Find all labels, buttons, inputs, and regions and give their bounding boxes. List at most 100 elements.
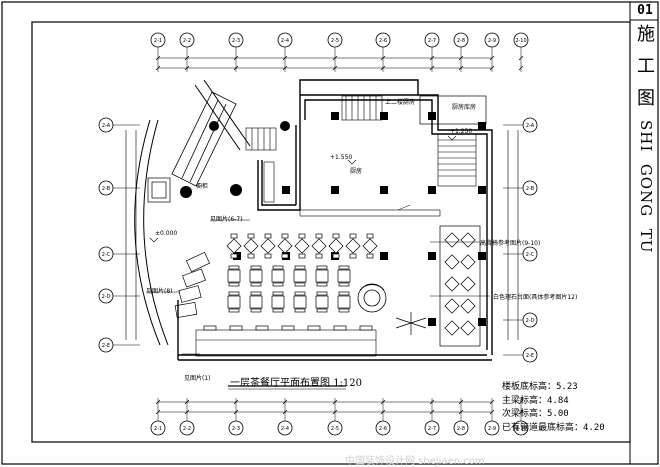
grid-axis-top: 2-6 (375, 32, 391, 48)
grid-axis-bottom: 2-2 (179, 420, 195, 436)
drawing-border (31, 21, 631, 443)
svg-text:2-E: 2-E (102, 343, 110, 349)
svg-text:2-5: 2-5 (331, 426, 339, 432)
grid-axis-right: 2-B (522, 180, 538, 196)
level-marks (149, 135, 457, 243)
ref-12-label: 白色理石台面(具体参考图片12) (493, 294, 578, 301)
grid-axis-top: 2-10 (513, 32, 529, 48)
grid-axis-bubbles: 2-1 2-2 2-3 2-4 2-5 2-6 2-7 2-8 2-9 2-10 2-1 2-2 2-3… (98, 32, 538, 436)
svg-text:2-C: 2-C (526, 252, 535, 258)
stair-left (245, 127, 277, 151)
svg-text:2-10: 2-10 (515, 426, 526, 432)
svg-text:2-2: 2-2 (183, 426, 191, 432)
svg-text:2-A: 2-A (526, 123, 535, 129)
svg-text:2-3: 2-3 (232, 426, 240, 432)
curved-facade (134, 79, 251, 346)
note-main-beam: 主梁标高：4.84 (502, 395, 569, 406)
grid-axis-right: 2-A (522, 117, 538, 133)
grid-axis-bottom: 2-9 (484, 420, 500, 436)
svg-text:2-2: 2-2 (183, 38, 191, 44)
svg-text:2-A: 2-A (102, 123, 111, 129)
window-label: 橱柜 (196, 183, 209, 190)
title-block: 施 工 图 SHI GONG TU (636, 24, 656, 404)
ref-1-label: 见图片(1) (184, 375, 211, 382)
ref-9-10-label: 高背椅参考图片(9-10) (480, 240, 541, 247)
title-char-2: 工 (637, 56, 655, 77)
grid-axis-bottom: 2-6 (375, 420, 391, 436)
svg-text:2-D: 2-D (102, 294, 111, 300)
svg-text:2-6: 2-6 (379, 38, 387, 44)
booth-seating-right (439, 225, 481, 347)
level-0-label: ±0.000 (155, 230, 178, 237)
leader-lines (146, 204, 490, 355)
svg-text:2-7: 2-7 (428, 38, 436, 44)
stair-right (437, 133, 477, 187)
stair-note-label: 上二楼厨房 (385, 99, 416, 106)
svg-text:2-10: 2-10 (515, 38, 526, 44)
grid-axis-bottom: 2-3 (228, 420, 244, 436)
grid-axis-top: 2-3 (228, 32, 244, 48)
svg-text:2-8: 2-8 (457, 38, 465, 44)
kitchen-level-label: +1.550 (330, 154, 353, 161)
grid-axis-bottom: 2-1 (150, 420, 166, 436)
grid-axis-bottom: 2-7 (424, 420, 440, 436)
grid-axis-top: 2-2 (179, 32, 195, 48)
grid-axis-bottom: 2-8 (453, 420, 469, 436)
grid-axis-left: 2-B (98, 180, 114, 196)
grid-axis-top: 2-9 (484, 32, 500, 48)
svg-text:2-8: 2-8 (457, 426, 465, 432)
watermark: 中国装饰设计网 shejiaen.com (345, 456, 485, 467)
grid-axis-bottom: 2-4 (277, 420, 293, 436)
title-char-3: 图 (637, 88, 655, 109)
svg-text:2-7: 2-7 (428, 426, 436, 432)
ref-6-7-label: 见图片(6-7) (210, 216, 243, 223)
svg-text:2-4: 2-4 (281, 426, 289, 432)
stair-top (341, 95, 383, 121)
round-bar-counter (357, 283, 387, 313)
svg-text:2-D: 2-D (526, 318, 535, 324)
svg-text:2-9: 2-9 (488, 426, 496, 432)
dimension-ticks (155, 55, 524, 415)
sheet-number: 01 (637, 3, 653, 18)
grid-axis-right: 2-E (522, 347, 538, 363)
ref-8-label: 见图片(8) (146, 288, 173, 295)
left-seating (147, 177, 211, 319)
entrance-door (395, 312, 427, 335)
svg-text:2-C: 2-C (102, 252, 111, 258)
grid-axis-top: 2-7 (424, 32, 440, 48)
svg-text:2-B: 2-B (102, 186, 111, 192)
elevation-notes: 楼板底标高：5.23 主梁标高：4.84 次梁标高：5.00 已有管道最底标高：… (502, 381, 605, 435)
svg-text:2-5: 2-5 (331, 38, 339, 44)
svg-text:2-3: 2-3 (232, 38, 240, 44)
dining-table-row-upper (226, 233, 378, 259)
title-pinyin: SHI GONG TU (637, 120, 655, 254)
title-char-1: 施 (637, 24, 655, 45)
grid-axis-left: 2-E (98, 337, 114, 353)
svg-text:2-E: 2-E (526, 353, 534, 359)
svg-text:2-4: 2-4 (281, 38, 289, 44)
grid-axis-left: 2-A (98, 117, 114, 133)
svg-text:2-1: 2-1 (154, 38, 162, 44)
note-secondary-beam: 次梁标高：5.00 (502, 409, 569, 420)
grid-axis-left: 2-D (98, 288, 114, 304)
dining-table-grid (203, 265, 373, 331)
svg-text:2-9: 2-9 (488, 38, 496, 44)
plan-title: 一层茶餐厅平面布置图 1:120 (230, 374, 362, 389)
grid-axis-bottom: 2-5 (327, 420, 343, 436)
note-floor-slab: 楼板底标高：5.23 (502, 382, 578, 392)
dimension-lines (125, 57, 519, 413)
svg-text:2-B: 2-B (526, 186, 535, 192)
grid-axis-top: 2-8 (453, 32, 469, 48)
svg-text:2-1: 2-1 (154, 426, 162, 432)
level-1250-label: +1.250 (450, 128, 473, 135)
storage-room (419, 95, 487, 125)
storage-label: 厨房库房 (452, 104, 477, 111)
grid-axis-top: 2-5 (327, 32, 343, 48)
diagonal-canopy (171, 91, 237, 187)
note-pipe-level: 已有管道最底标高：4.20 (502, 422, 605, 433)
plan-title-scale: 1:120 (333, 378, 363, 389)
grid-axis-left: 2-C (98, 246, 114, 262)
svg-text:2-6: 2-6 (379, 426, 387, 432)
